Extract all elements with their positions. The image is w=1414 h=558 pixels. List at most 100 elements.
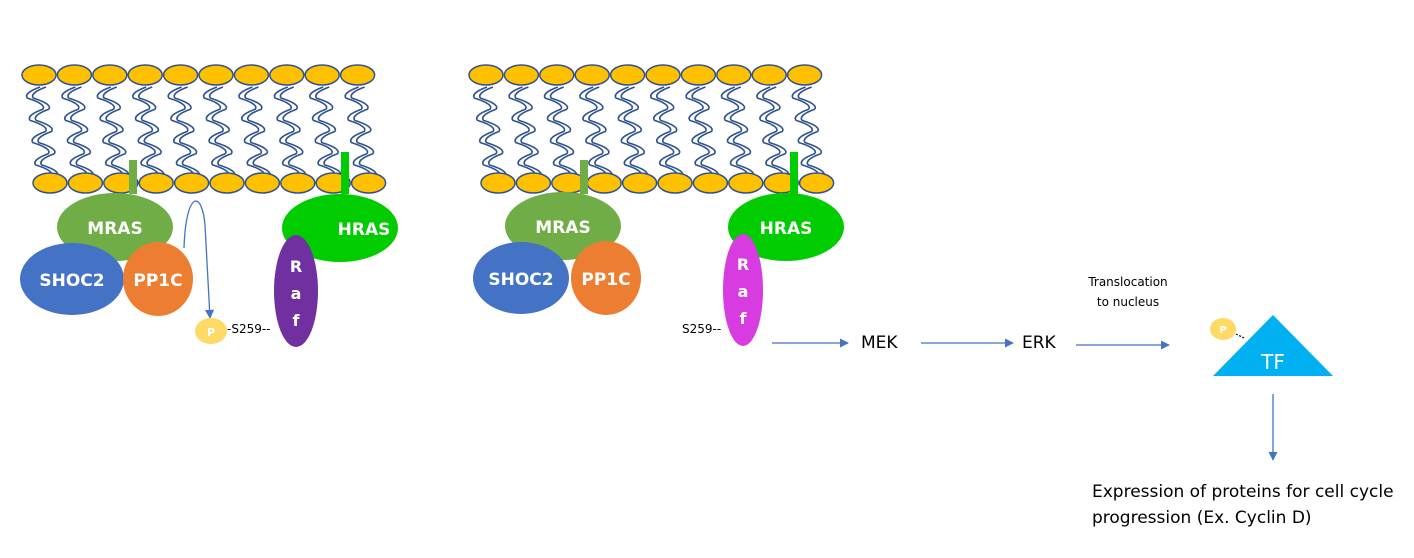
- erk-label: ERK: [1022, 333, 1057, 353]
- tf-phosphate-group: [1210, 318, 1236, 340]
- lipid-head-top: [786, 64, 823, 86]
- lipid-tail: [132, 86, 159, 177]
- lipid-head-top: [645, 64, 681, 86]
- hras-anchor: [790, 152, 798, 194]
- lipid-tail: [762, 86, 790, 177]
- outcome-line2: progression (Ex. Cyclin D): [1092, 508, 1312, 528]
- lipid-head-bottom: [657, 172, 693, 194]
- panel-inactive: MRAS HRAS SHOC2 PP1C R a f P -S259--: [20, 152, 398, 347]
- lipid-head-top: [339, 64, 376, 86]
- lipid-head-top: [680, 64, 717, 86]
- mras-protein: [57, 193, 173, 261]
- lipid-tail: [791, 86, 820, 177]
- lipid-head-top: [21, 64, 57, 86]
- lipid-tail: [543, 86, 572, 177]
- tf-phosphate-bond: [1235, 333, 1245, 339]
- lipid-head-top: [198, 64, 234, 86]
- lipid-tail: [61, 86, 88, 177]
- phosphate-group: [195, 318, 227, 344]
- lipid-tail: [67, 86, 94, 177]
- s259-site-label: -S259--: [227, 322, 271, 336]
- hras-anchor: [341, 152, 349, 194]
- lipid-head-bottom: [763, 172, 799, 194]
- phosphate-label: P: [207, 326, 215, 339]
- lipid-head-bottom: [32, 172, 68, 194]
- lipid-head-bottom: [728, 172, 764, 194]
- lipid-tail: [620, 86, 649, 177]
- shoc2-protein: [473, 242, 569, 314]
- mras-label: MRAS: [535, 218, 590, 238]
- lipid-tail: [173, 86, 201, 177]
- mapk-cascade: MEK ERK Translocation to nucleus TF P Ex…: [772, 275, 1394, 528]
- lipid-tail: [585, 86, 613, 177]
- lipid-tail: [655, 86, 684, 177]
- panel-active: MRAS HRAS SHOC2 PP1C R a f S259--: [473, 152, 844, 346]
- transcription-factor: [1213, 315, 1333, 376]
- shoc2-label: SHOC2: [488, 270, 553, 290]
- lipid-head-top: [751, 64, 787, 86]
- raf-letter-a: a: [291, 284, 302, 303]
- lipid-tail: [549, 86, 578, 177]
- lipid-tail: [514, 86, 542, 177]
- lipid-head-bottom: [621, 172, 658, 194]
- lipid-bilayer-inactive: [21, 64, 387, 194]
- translocation-label-line1: Translocation: [1087, 275, 1167, 289]
- lipid-tail: [344, 86, 372, 177]
- lipid-tail: [726, 86, 755, 177]
- outcome-line1: Expression of proteins for cell cycle: [1092, 482, 1394, 502]
- lipid-head-top: [56, 64, 93, 86]
- lipid-head-bottom: [692, 172, 729, 194]
- shoc2-protein: [20, 243, 124, 315]
- lipid-tail: [238, 86, 265, 177]
- lipid-tail: [478, 86, 507, 177]
- lipid-tail: [649, 86, 678, 177]
- mras-anchor: [129, 160, 137, 194]
- raf-letter-r: R: [290, 257, 302, 276]
- dephosphorylation-arrow: [183, 200, 215, 319]
- tf-phosphate-label: P: [1219, 325, 1226, 336]
- lipid-tail: [350, 86, 378, 177]
- lipid-head-top: [574, 64, 610, 86]
- lipid-head-top: [269, 64, 305, 86]
- lipid-head-bottom: [350, 172, 387, 194]
- lipid-tail: [25, 86, 53, 177]
- mras-anchor: [580, 160, 588, 194]
- pp1c-label: PP1C: [133, 271, 182, 291]
- lipid-tail: [797, 86, 826, 177]
- shoc2-label: SHOC2: [39, 271, 104, 291]
- raf-letter-f: f: [293, 311, 301, 330]
- lipid-head-top: [92, 64, 128, 86]
- tf-label: TF: [1260, 350, 1285, 374]
- hras-label: HRAS: [760, 219, 813, 239]
- lipid-head-top: [304, 64, 340, 86]
- lipid-tail: [691, 86, 719, 177]
- lipid-tail: [138, 86, 165, 177]
- raf-letter-a: a: [738, 282, 749, 301]
- raf-letter-r: R: [737, 255, 749, 274]
- lipid-tail: [508, 86, 536, 177]
- pp1c-protein: [571, 241, 641, 315]
- lipid-head-bottom: [515, 172, 552, 194]
- lipid-tail: [315, 86, 342, 177]
- lipid-head-top: [539, 64, 575, 86]
- lipid-head-top: [503, 64, 540, 86]
- lipid-tail: [31, 86, 59, 177]
- mek-label: MEK: [861, 333, 898, 353]
- lipid-tail: [309, 86, 336, 177]
- lipid-tail: [472, 86, 501, 177]
- lipid-head-top: [716, 64, 752, 86]
- lipid-tail: [102, 86, 130, 177]
- lipid-head-bottom: [67, 172, 104, 194]
- lipid-head-bottom: [244, 172, 281, 194]
- lipid-tail: [279, 86, 307, 177]
- lipid-head-bottom: [586, 172, 622, 194]
- lipid-head-bottom: [280, 172, 316, 194]
- lipid-head-top: [162, 64, 199, 86]
- pp1c-label: PP1C: [581, 270, 630, 290]
- lipid-tail: [96, 86, 124, 177]
- lipid-tail: [167, 86, 195, 177]
- lipid-tail: [579, 86, 607, 177]
- lipid-bilayer-active: [468, 64, 835, 194]
- lipid-tail: [208, 86, 236, 177]
- lipid-head-top: [468, 64, 504, 86]
